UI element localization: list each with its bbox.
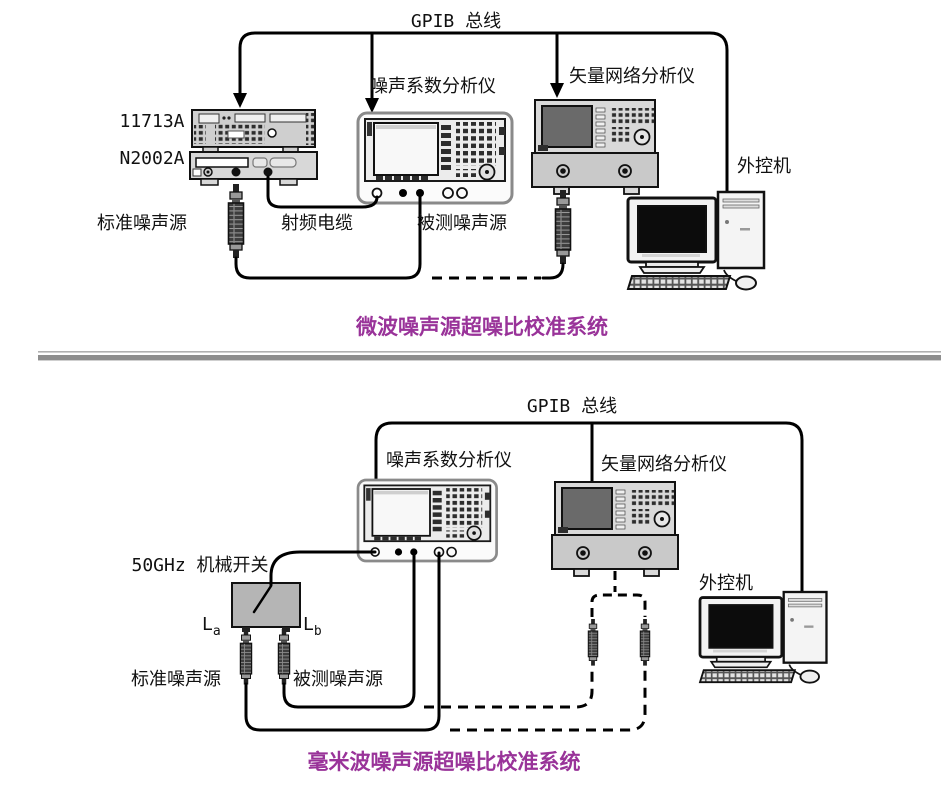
gpib-bus-label-top: GPIB 总线 — [411, 11, 501, 32]
microwave-system-title: 微波噪声源超噪比校准系统 — [355, 315, 608, 339]
section-separator — [38, 351, 941, 361]
dut-noise-source-top — [554, 189, 572, 265]
vna-label-bottom: 矢量网络分析仪 — [601, 454, 727, 475]
port-a-label: La — [202, 614, 221, 639]
mechanical-switch-label: 50GHz 机械开关 — [131, 555, 268, 576]
standard-ns-label-bottom: 标准噪声源 — [131, 669, 221, 690]
arrow-down-icon — [233, 93, 247, 108]
cables-top — [234, 175, 565, 280]
dut-ns-label-top: 被测噪声源 — [417, 213, 507, 234]
external-controller-label-top: 外控机 — [737, 156, 791, 177]
standard-ns-cable-path — [234, 194, 422, 280]
switch-lever — [252, 584, 273, 614]
dut-ns-cable-path — [282, 551, 416, 709]
vna-port2-noise-source — [639, 618, 651, 667]
external-controller-pc-bottom — [698, 590, 828, 685]
standard-ns-cable-path — [244, 551, 441, 732]
dashed-link-1 — [424, 667, 594, 709]
vna-label-top: 矢量网络分析仪 — [569, 66, 695, 87]
standard-noise-source-bottom — [239, 628, 253, 686]
dashed-link-2 — [450, 667, 647, 732]
dut-noise-source-bottom — [277, 628, 291, 686]
vna-ns-cable-path — [541, 262, 565, 280]
noise-source-test-set-n2002a — [189, 151, 318, 186]
label-n2002a: N2002A — [119, 148, 184, 169]
dashed-vna-tee — [590, 571, 647, 617]
noise-figure-analyzer-bottom — [356, 478, 498, 563]
vna-port1-noise-source — [587, 618, 599, 667]
nfa-label-bottom: 噪声系数分析仪 — [386, 450, 512, 471]
rf-cable-path — [266, 175, 379, 209]
switch-driver-11713a — [191, 109, 316, 153]
nfa-label-top: 噪声系数分析仪 — [370, 76, 496, 97]
vector-network-analyzer-bottom — [551, 481, 679, 577]
millimeter-wave-system-title: 毫米波噪声源超噪比校准系统 — [308, 750, 581, 774]
arrow-down-icon — [550, 83, 564, 98]
microwave-system-diagram: GPIB 总线 11713A N2002A 噪声系数分析仪 矢量网络分析仪 外控… — [97, 11, 791, 339]
standard-ns-label-top: 标准噪声源 — [97, 213, 187, 234]
arrow-down-icon — [365, 98, 379, 113]
nfa-to-switch-cable — [269, 550, 377, 587]
external-controller-label-bottom: 外控机 — [699, 573, 753, 594]
mechanical-switch — [231, 582, 301, 632]
standard-noise-source-top — [227, 183, 245, 259]
label-11713a: 11713A — [119, 111, 184, 132]
dut-ns-label-bottom: 被测噪声源 — [293, 669, 383, 690]
gpib-bus-top — [233, 31, 729, 196]
gpib-bus-label-bottom: GPIB 总线 — [527, 396, 617, 417]
port-b-label: Lb — [303, 614, 322, 639]
cables-bottom — [244, 550, 647, 732]
external-controller-pc-top — [626, 190, 766, 291]
millimeter-wave-system-diagram: GPIB 总线 噪声系数分析仪 矢量网络分析仪 50GHz 机械开关 La Lb… — [131, 396, 828, 774]
vector-network-analyzer-top — [531, 99, 659, 195]
rf-cable-label: 射频电缆 — [281, 213, 353, 234]
gpib-bus-bottom — [374, 421, 804, 592]
noise-figure-analyzer-top — [356, 111, 514, 205]
